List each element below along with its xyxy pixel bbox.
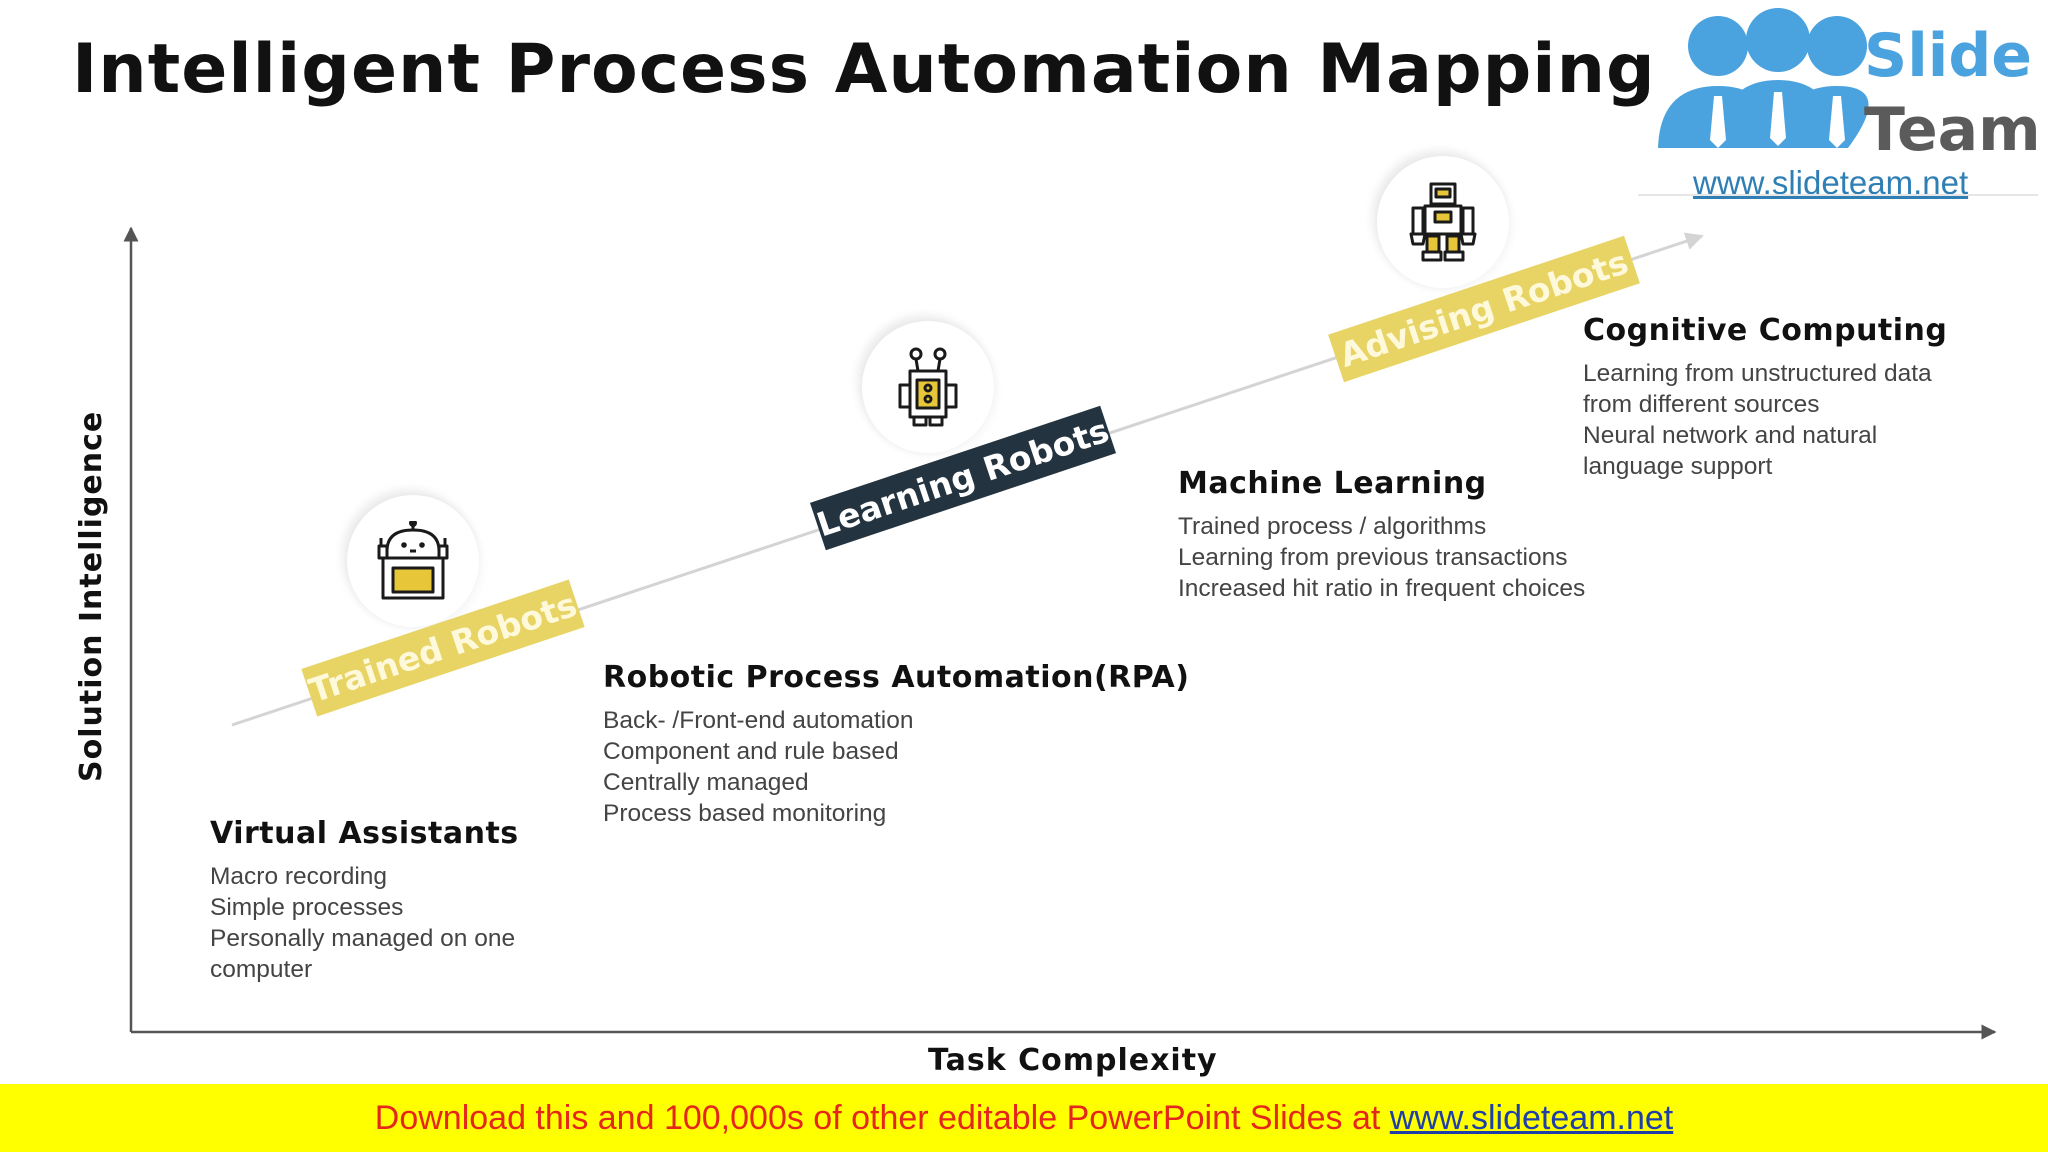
logo-word-slide: Slide	[1864, 21, 2032, 91]
humanoid-robot-icon	[1409, 182, 1477, 262]
stage-detail: Simple processes	[210, 894, 404, 921]
stage-heading: Cognitive Computing	[1583, 313, 1948, 348]
y-axis-label: Solution Intelligence	[74, 410, 109, 782]
stage-detail: Learning from previous transactions	[1178, 544, 1568, 571]
download-footer: Download this and 100,000s of other edit…	[0, 1084, 2048, 1152]
robot-antenna-icon	[898, 347, 958, 427]
logo-word-team: Team	[1864, 95, 2041, 165]
stage-detail: Process based monitoring	[603, 800, 887, 827]
stage-detail: Neural network and natural	[1583, 422, 1878, 449]
stage-virtual-assistants: Virtual Assistants Macro recording Simpl…	[210, 816, 519, 985]
slideteam-logo[interactable]: Slide Team www.slideteam.net	[1638, 0, 2041, 201]
icon-circle-3	[1377, 156, 1509, 288]
stage-detail: Trained process / algorithms	[1178, 513, 1487, 540]
stage-detail: Component and rule based	[603, 738, 899, 765]
stage-heading: Virtual Assistants	[210, 816, 519, 851]
stage-detail: Increased hit ratio in frequent choices	[1178, 575, 1586, 602]
page-title: Intelligent Process Automation Mapping	[72, 30, 1656, 109]
icon-circle-2	[862, 321, 994, 453]
stage-machine-learning: Machine Learning Trained process / algor…	[1178, 466, 1585, 604]
stage-detail: Macro recording	[210, 863, 388, 890]
people-icon	[1658, 8, 1869, 148]
footer-link[interactable]: www.slideteam.net	[1389, 1099, 1674, 1137]
stage-rpa: Robotic Process Automation(RPA) Back- /F…	[603, 660, 1189, 829]
stage-cognitive-computing: Cognitive Computing Learning from unstru…	[1583, 313, 1947, 482]
footer-text: Download this and 100,000s of other edit…	[374, 1099, 1390, 1137]
stage-heading: Robotic Process Automation(RPA)	[603, 660, 1190, 695]
stage-detail: language support	[1583, 453, 1773, 480]
robot-head-icon	[377, 521, 449, 600]
stage-detail: computer	[210, 956, 313, 983]
stage-detail: Learning from unstructured data	[1583, 360, 1932, 387]
stage-heading: Machine Learning	[1178, 466, 1487, 501]
stage-detail: Back- /Front-end automation	[603, 707, 914, 734]
stage-detail: Centrally managed	[603, 769, 809, 796]
icon-circle-1	[347, 495, 479, 627]
x-axis-label: Task Complexity	[928, 1043, 1218, 1078]
stage-detail: Personally managed on one	[210, 925, 516, 952]
logo-divider	[1638, 194, 2038, 196]
stage-detail: from different sources	[1583, 391, 1820, 418]
